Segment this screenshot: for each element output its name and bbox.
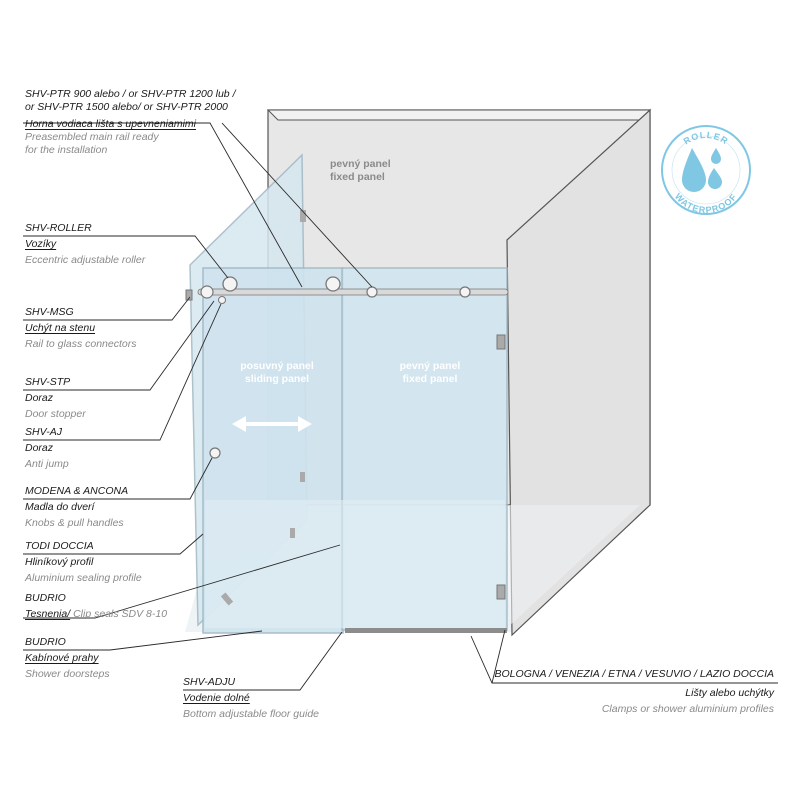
back-panel-label-sk: pevný panel	[330, 158, 391, 170]
sliding-panel-label-sk: posuvný panel	[240, 360, 314, 372]
top-rail	[197, 288, 509, 296]
adju-sk: Vodenie dolné	[183, 692, 250, 704]
budrio-seals-code: BUDRIO	[25, 592, 66, 604]
budrio-seals-en: Clip seals SDV 8-10	[70, 608, 168, 620]
budrio-seals-line: Tesnenia/ Clip seals SDV 8-10	[25, 608, 167, 621]
floor-profile	[345, 628, 507, 633]
anti-jump	[218, 296, 226, 304]
wall-clamp-upper	[496, 334, 506, 350]
modena-en: Knobs & pull handles	[25, 517, 124, 529]
glass-highlight	[205, 500, 505, 628]
front-panel-label-en: fixed panel	[402, 373, 458, 385]
todi-sk: Hliníkový profil	[25, 556, 94, 568]
callout-aj: SHV-AJ Doraz Anti jump	[25, 426, 69, 471]
sliding-direction-arrow	[232, 416, 312, 432]
stp-code: SHV-STP	[25, 376, 71, 388]
todi-en: Aluminium sealing profile	[25, 572, 142, 584]
msg-code: SHV-MSG	[25, 306, 74, 318]
budrio-steps-code: BUDRIO	[25, 636, 66, 648]
aj-sk: Doraz	[25, 442, 54, 454]
callout-msg: SHV-MSG Uchýt na stenu Rail to glass con…	[25, 306, 136, 351]
door-stopper	[200, 285, 214, 299]
ptr-en-1: Preasembled main rail ready	[25, 131, 159, 143]
wall-clamp-lower	[496, 584, 506, 600]
badge-top-text: ROLLER	[682, 130, 730, 147]
bologna-en: Clamps or shower aluminium profiles	[601, 703, 774, 715]
leader-lines	[23, 122, 778, 691]
back-wall-top-edge	[266, 109, 652, 121]
todi-code: TODI DOCCIA	[25, 540, 94, 552]
callout-todi: TODI DOCCIA Hliníkový profil Aluminium s…	[25, 540, 142, 585]
roller-sk: Vozíky	[25, 238, 57, 250]
stp-sk: Doraz	[25, 392, 54, 404]
svg-text:ROLLER: ROLLER	[682, 130, 731, 147]
ptr-sk: Horna vodiaca lišta s upevneniamimi	[25, 118, 196, 130]
roller-waterproof-badge: ROLLER WATERPROOF	[661, 125, 751, 215]
roller-en: Eccentric adjustable roller	[25, 254, 146, 266]
back-panel-label-en: fixed panel	[330, 171, 385, 183]
panel-bracket-2	[290, 528, 295, 538]
panel-bracket-1	[300, 472, 305, 482]
budrio-seals-sk: Tesnenia/	[25, 608, 71, 620]
side-clamp-upper	[300, 210, 306, 222]
callout-budrio-steps: BUDRIO Kabínové prahy Shower doorsteps	[25, 636, 110, 681]
budrio-steps-sk: Kabínové prahy	[25, 652, 99, 664]
callout-bologna: BOLOGNA / VENEZIA / ETNA / VESUVIO / LAZ…	[495, 668, 774, 716]
stp-en: Door stopper	[25, 408, 86, 420]
svg-text:WATERPROOF: WATERPROOF	[673, 191, 739, 215]
callout-ptr: SHV-PTR 900 alebo / or SHV-PTR 1200 lub …	[25, 88, 235, 157]
modena-sk: Madla do dverí	[25, 501, 95, 513]
front-panel-label-sk: pevný panel	[399, 360, 461, 372]
side-clamp-lower	[220, 592, 234, 606]
roller-code: SHV-ROLLER	[25, 222, 92, 234]
badge-bottom-text: WATERPROOF	[673, 191, 738, 215]
callout-adju: SHV-ADJU Vodenie dolné Bottom adjustable…	[183, 676, 319, 721]
aj-code: SHV-AJ	[25, 426, 62, 438]
adju-en: Bottom adjustable floor guide	[183, 708, 320, 720]
callout-modena: MODENA & ANCONA Madla do dverí Knobs & p…	[25, 485, 128, 530]
ptr-code-2: or SHV-PTR 1500 alebo/ or SHV-PTR 2000	[25, 101, 228, 113]
door-knob	[209, 447, 221, 459]
budrio-steps-en: Shower doorsteps	[25, 668, 110, 680]
adju-code: SHV-ADJU	[183, 676, 236, 688]
modena-code: MODENA & ANCONA	[25, 485, 129, 497]
ptr-en-2: for the installation	[25, 144, 108, 156]
callout-budrio-seals: BUDRIO Tesnenia/ Clip seals SDV 8-10	[25, 592, 167, 621]
front-panel-label: pevný panel fixed panel	[385, 360, 475, 386]
ptr-code-1: SHV-PTR 900 alebo / or SHV-PTR 1200 lub …	[25, 88, 236, 100]
sliding-panel-label-en: sliding panel	[244, 373, 310, 385]
callout-roller: SHV-ROLLER Vozíky Eccentric adjustable r…	[25, 222, 145, 267]
aj-en: Anti jump	[25, 458, 69, 470]
bologna-sk: Lišty alebo uchýtky	[685, 687, 774, 699]
right-wall	[506, 108, 651, 637]
rail-connector-right	[459, 286, 471, 298]
rail-connector	[366, 286, 378, 298]
sliding-panel-label: posuvný panel sliding panel	[232, 360, 322, 386]
msg-en: Rail to glass connectors	[25, 338, 137, 350]
roller-right	[325, 276, 341, 292]
back-panel-label: pevný panel fixed panel	[330, 158, 391, 184]
bologna-code: BOLOGNA / VENEZIA / ETNA / VESUVIO / LAZ…	[494, 668, 774, 680]
msg-sk: Uchýt na stenu	[25, 322, 96, 334]
rail-wall-connector	[185, 289, 193, 301]
roller-left	[222, 276, 238, 292]
callout-stp: SHV-STP Doraz Door stopper	[25, 376, 86, 421]
